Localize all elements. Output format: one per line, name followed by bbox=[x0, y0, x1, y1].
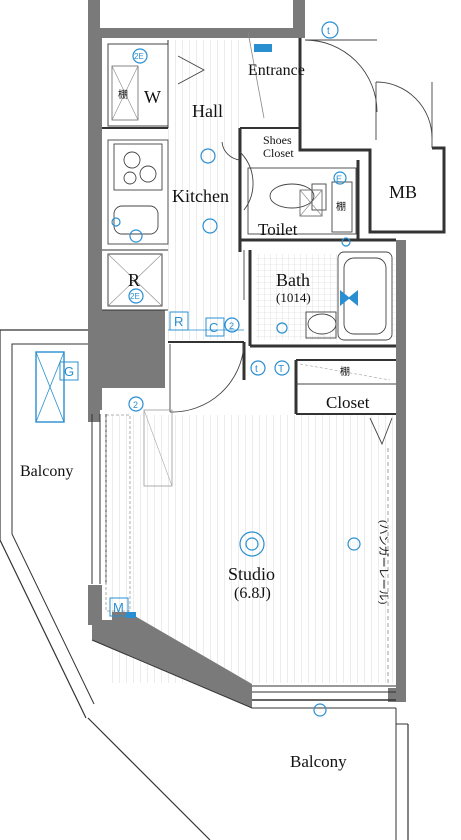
w-closet bbox=[107, 43, 169, 127]
toilet-fixture bbox=[247, 167, 357, 235]
hall-floor bbox=[168, 40, 240, 340]
mark-e-toilet: E bbox=[336, 174, 342, 184]
shelf-mark-toilet: 棚 bbox=[336, 200, 346, 213]
gas-meter-box bbox=[35, 351, 65, 423]
mark-t-mid: t bbox=[255, 364, 258, 375]
room-label-toilet: Toilet bbox=[258, 220, 298, 239]
mark-g: G bbox=[64, 364, 74, 379]
room-label-balcony-left: Balcony bbox=[20, 463, 73, 480]
room-label-bath: Bath bbox=[276, 270, 310, 290]
room-label-balcony-bottom: Balcony bbox=[290, 752, 347, 771]
room-label-r: R bbox=[128, 270, 140, 290]
room-label-entrance: Entrance bbox=[248, 62, 305, 79]
room-label-studio-size: (6.8J) bbox=[234, 585, 271, 602]
mark-m: M bbox=[113, 600, 124, 615]
room-label-hall: Hall bbox=[192, 101, 223, 121]
walls bbox=[88, 0, 446, 708]
room-label-kitchen: Kitchen bbox=[172, 186, 229, 206]
mark-2-c: 2 bbox=[229, 321, 234, 331]
room-label-mb: MB bbox=[389, 182, 417, 202]
electrical-symbols bbox=[59, 21, 361, 717]
balcony-left-outline bbox=[0, 329, 95, 719]
hanger-rail-label: (ハンガーレール) bbox=[377, 520, 390, 605]
shelf-mark-closet: 棚 bbox=[340, 365, 350, 378]
mark-c: C bbox=[209, 320, 218, 335]
room-label-closet: Closet bbox=[326, 393, 370, 412]
room-label-shoes-closet: Closet bbox=[263, 146, 294, 160]
mark-2e-w: 2E bbox=[134, 52, 144, 61]
room-label-w: W bbox=[144, 87, 161, 107]
room-label-shoes: Shoes bbox=[263, 133, 292, 147]
doors bbox=[169, 39, 433, 446]
mark-t-top: t bbox=[327, 26, 330, 37]
mark-2-studio: 2 bbox=[133, 400, 138, 410]
balcony-bottom-outline bbox=[87, 639, 409, 840]
shelf-mark-w: 棚 bbox=[118, 88, 128, 101]
bath-fixtures bbox=[305, 251, 393, 341]
mark-T-mid: T bbox=[278, 364, 284, 375]
fridge-space bbox=[107, 253, 163, 307]
mark-r: R bbox=[174, 314, 183, 329]
room-label-studio: Studio bbox=[228, 564, 275, 584]
kitchen-counter bbox=[107, 139, 169, 245]
room-label-bath-size: (1014) bbox=[276, 290, 311, 305]
mark-2e-r: 2E bbox=[130, 292, 140, 301]
